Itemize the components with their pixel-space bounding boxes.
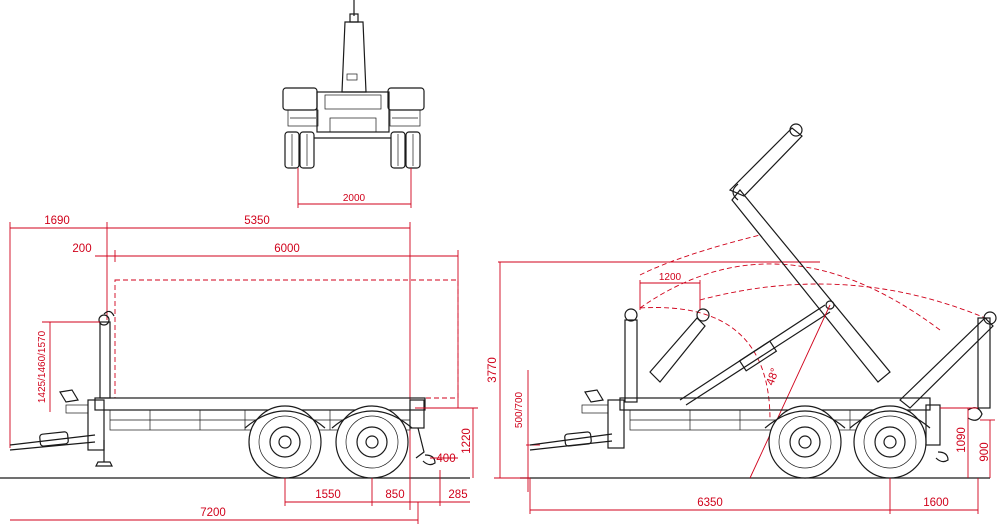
max-height-dim: 3770 — [487, 357, 499, 383]
wheel-front — [248, 405, 322, 479]
tipping-wheel-front — [768, 405, 842, 479]
rear-view: 2000 — [282, 0, 425, 208]
tipping-length-dim: 6350 — [697, 497, 723, 509]
hook-offset-dim: 200 — [72, 243, 91, 255]
tipping-wheel-rear — [853, 405, 927, 479]
tip-angle-dim: 48° — [765, 367, 782, 387]
rear-overhang-height-dim: 1220 — [461, 428, 473, 454]
end-overhang-dim: 285 — [448, 489, 467, 501]
hook-height-dim: 1425/1460/1570 — [37, 330, 48, 403]
rear-hook-height-dim: 1090 — [956, 427, 968, 453]
hook-to-rear-dim: 5350 — [244, 215, 270, 227]
drawbar-height-dim: 500/700 — [514, 391, 525, 428]
overall-length-dim: 7200 — [200, 507, 226, 519]
drawbar-to-hook-dim: 1690 — [44, 215, 70, 227]
side-view-tipping: 3770 500/700 1200 48° — [487, 123, 997, 514]
rear-hook-low-dim: 900 — [979, 442, 991, 461]
body-length-dim: 6000 — [274, 243, 300, 255]
wheel-rear — [335, 405, 409, 479]
rear-step-dim: 400 — [436, 453, 455, 465]
rear-axle-to-end-dim: 850 — [385, 489, 404, 501]
arm-extension-dim: 1200 — [659, 272, 682, 283]
side-view-transport: 1690 5350 200 6000 1425/1460/1570 — [0, 215, 478, 524]
axle-spacing-dim: 1550 — [315, 489, 341, 501]
rear-track-dim: 2000 — [343, 193, 366, 204]
rear-hook-reach-dim: 1600 — [923, 497, 949, 509]
